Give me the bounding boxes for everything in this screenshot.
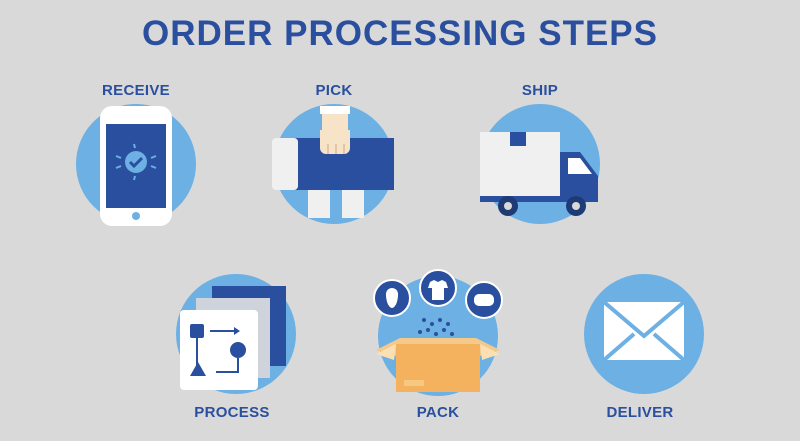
workflow-chart-icon — [176, 274, 296, 394]
step-label-pack: PACK — [416, 404, 460, 421]
step-label-pick: PICK — [315, 82, 353, 99]
delivery-truck-icon — [480, 104, 600, 224]
page-title: ORDER PROCESSING STEPS — [142, 14, 658, 53]
smartphone-check-icon — [76, 104, 196, 226]
hand-picking-box-icon — [272, 104, 394, 224]
step-label-receive: RECEIVE — [102, 82, 170, 99]
step-label-ship: SHIP — [521, 82, 559, 99]
envelope-icon — [584, 274, 704, 394]
step-label-deliver: DELIVER — [606, 404, 674, 421]
step-label-process: PROCESS — [194, 404, 270, 421]
open-box-icon — [373, 269, 503, 396]
